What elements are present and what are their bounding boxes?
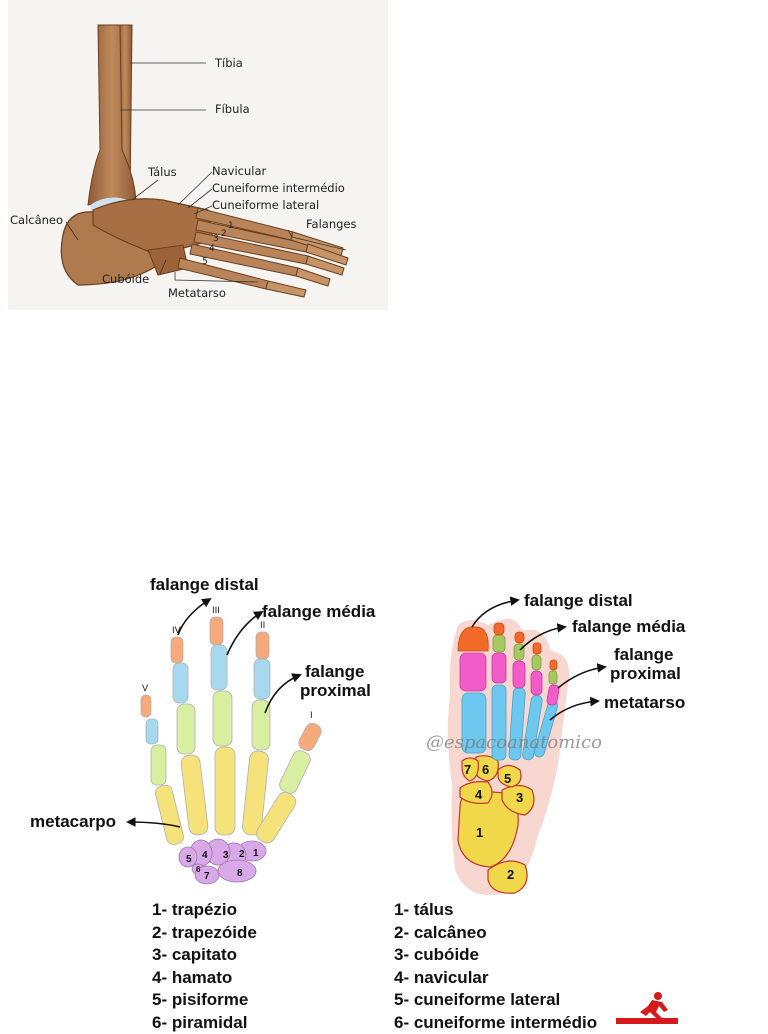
hand-legend-item: 5- pisiforme bbox=[152, 989, 257, 1012]
carpal-number: 4 bbox=[202, 850, 208, 861]
foot-legend: 1- tálus 2- calcâneo 3- cubóide 4- navic… bbox=[394, 899, 597, 1034]
tarsal-number: 6 bbox=[482, 762, 489, 777]
watermark-text: @espacoanatomico bbox=[426, 732, 602, 753]
metatarsal-number: 5 bbox=[202, 257, 208, 267]
ankle-diagram: Tíbia Fíbula Tálus Navicular Cuneiforme … bbox=[8, 0, 388, 310]
calcaneus-label: Calcâneo bbox=[10, 213, 63, 227]
metatarsal-number: 4 bbox=[209, 244, 215, 254]
finger-numeral: V bbox=[142, 684, 149, 694]
navicular-label: Navicular bbox=[212, 164, 267, 178]
finger-4 bbox=[171, 637, 209, 836]
tarsal-number: 2 bbox=[507, 867, 514, 882]
cuneiform-intermediate-label: Cuneiforme intermédio bbox=[212, 181, 345, 195]
hand-legend: 1- trapézio 2- trapezóide 3- capitato 4-… bbox=[152, 899, 257, 1034]
fibula-label: Fíbula bbox=[215, 102, 250, 116]
tarsal-number: 1 bbox=[476, 825, 483, 840]
foot-legend-item: 4- navicular bbox=[394, 967, 597, 990]
cuboid-label: Cubóide bbox=[102, 272, 149, 286]
tibia-label: Tíbia bbox=[214, 56, 243, 70]
hand-legend-item: 1- trapézio bbox=[152, 899, 257, 922]
foot-metatarso-label: metatarso bbox=[604, 693, 685, 712]
foot-falange-proximal-label-line2: proximal bbox=[610, 664, 681, 683]
falange-distal-label: falange distal bbox=[150, 575, 259, 594]
falange-proximal-label-line2: proximal bbox=[300, 681, 371, 700]
foot-falange-proximal-label-line1: falange bbox=[614, 645, 674, 664]
hand-illustration-panel: 1 2 3 4 5 6 7 8 V IV III II I falange di… bbox=[20, 565, 390, 895]
hand-legend-item: 3- capitato bbox=[152, 944, 257, 967]
hand-legend-item: 4- hamato bbox=[152, 967, 257, 990]
tarsal-number: 5 bbox=[504, 771, 511, 786]
metatarsal-number: 2 bbox=[221, 229, 227, 239]
carpal-number: 3 bbox=[223, 850, 229, 861]
metatarsal-number: 1 bbox=[228, 221, 234, 231]
metatarsus-label: Metatarso bbox=[168, 286, 226, 300]
foot-falange-distal-label: falange distal bbox=[524, 591, 633, 610]
foot-diagram: 1 2 3 4 5 6 7 bbox=[400, 585, 768, 900]
metacarpo-label: metacarpo bbox=[30, 812, 116, 831]
foot-falange-media-label: falange média bbox=[572, 617, 686, 636]
foot-illustration-panel: 1 2 3 4 5 6 7 bbox=[400, 585, 768, 900]
falange-distal-arrow bbox=[178, 599, 210, 635]
tarsal-number: 7 bbox=[464, 762, 471, 777]
carpal-number: 7 bbox=[204, 871, 210, 882]
carpal-bones bbox=[179, 839, 266, 884]
tarsal-number: 4 bbox=[475, 787, 483, 802]
falange-proximal-label-line1: falange bbox=[305, 662, 365, 681]
foot-legend-item: 6- cuneiforme intermédio bbox=[394, 1012, 597, 1034]
metatarsal-number: 3 bbox=[213, 234, 219, 244]
brand-logo bbox=[612, 990, 682, 1024]
carpal-number: 8 bbox=[237, 868, 243, 879]
running-figure-logo-icon bbox=[612, 990, 682, 1024]
carpal-number: 6 bbox=[196, 865, 201, 874]
cuneiform-lateral-label: Cuneiforme lateral bbox=[212, 198, 319, 212]
hand-legend-item: 6- piramidal bbox=[152, 1012, 257, 1034]
falange-media-label: falange média bbox=[262, 602, 376, 621]
ankle-illustration-panel: Tíbia Fíbula Tálus Navicular Cuneiforme … bbox=[8, 0, 388, 310]
foot-legend-item: 5- cuneiforme lateral bbox=[394, 989, 597, 1012]
finger-2 bbox=[242, 632, 270, 836]
foot-legend-item: 3- cubóide bbox=[394, 944, 597, 967]
hand-diagram: 1 2 3 4 5 6 7 8 V IV III II I falange di… bbox=[20, 565, 390, 895]
tarsal-number: 3 bbox=[516, 790, 523, 805]
foot-legend-item: 1- tálus bbox=[394, 899, 597, 922]
finger-numeral: III bbox=[212, 606, 220, 616]
carpal-number: 5 bbox=[186, 854, 192, 865]
foot-legend-item: 2- calcâneo bbox=[394, 922, 597, 945]
finger-3 bbox=[210, 617, 235, 835]
metatarsal-bones bbox=[178, 208, 308, 289]
talus-label: Tálus bbox=[147, 165, 177, 179]
phalanges-label: Falanges bbox=[306, 217, 357, 231]
carpal-number: 1 bbox=[253, 848, 259, 859]
finger-numeral: II bbox=[260, 621, 265, 631]
hand-legend-item: 2- trapezóide bbox=[152, 922, 257, 945]
carpal-number: 2 bbox=[239, 849, 245, 860]
finger-numeral: I bbox=[310, 711, 313, 721]
